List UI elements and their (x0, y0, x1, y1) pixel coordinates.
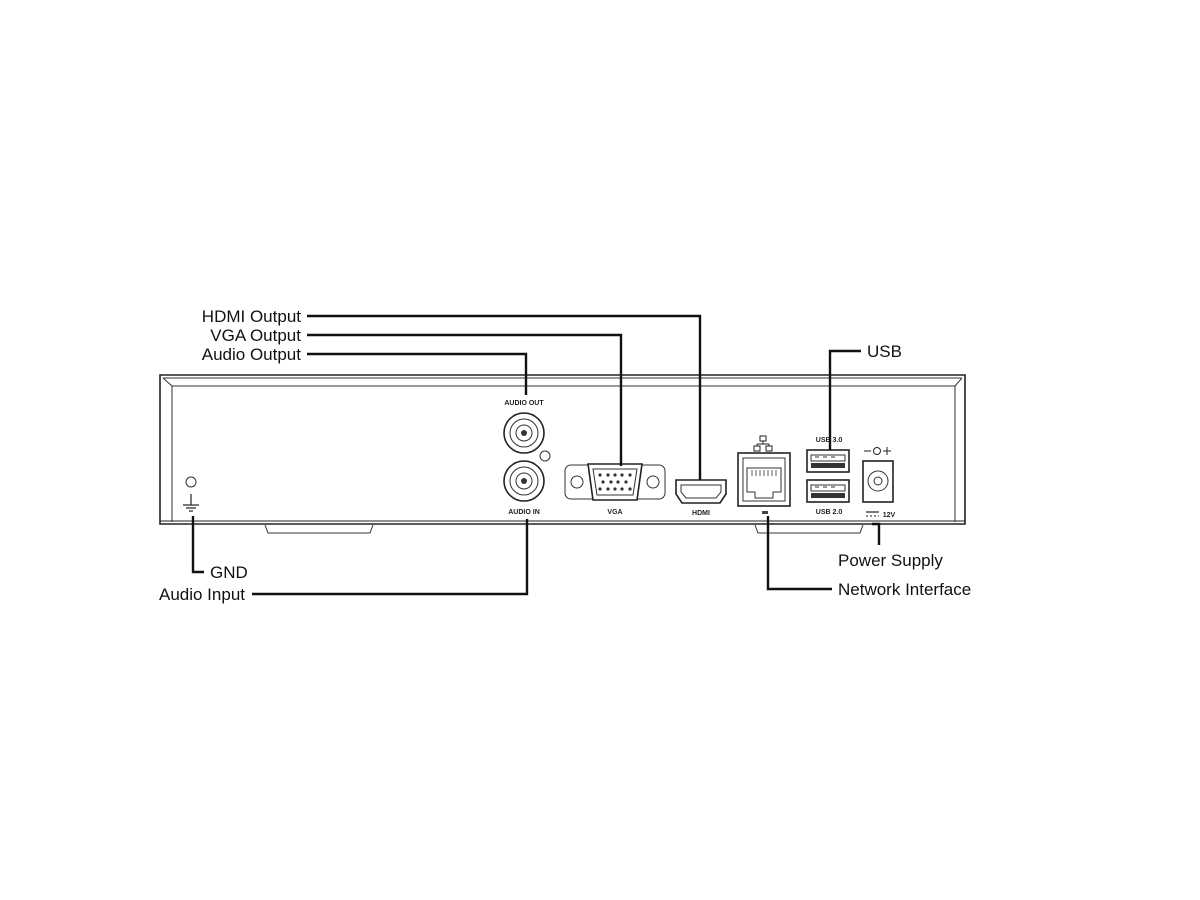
audio-out-port-label: AUDIO OUT (504, 400, 544, 407)
leader-vga (307, 333, 623, 466)
network-icon (753, 435, 773, 452)
audio-output-callout: Audio Output (202, 345, 302, 364)
usb-ports: USB 3.0 USB 2.0 (806, 437, 850, 516)
indicator-led (539, 450, 551, 462)
vga-screw-right (646, 475, 660, 489)
hdmi-connector: HDMI (675, 479, 727, 517)
network-port-marker (762, 511, 768, 514)
vga-pins (598, 473, 632, 491)
vga-pin-area (592, 468, 638, 496)
foot-left (264, 524, 374, 534)
audio-connectors: AUDIO OUT AUDIO IN (503, 400, 551, 516)
rj45-frame (742, 457, 786, 502)
leader-audio-in (252, 519, 529, 596)
power-rating-label: 12V (883, 512, 896, 519)
power-jack-socket (867, 470, 889, 492)
audio-in-jack (503, 460, 545, 502)
audio-input-callout: Audio Input (159, 585, 245, 604)
hdmi-port-label: HDMI (692, 510, 710, 517)
hdmi-inner (680, 484, 722, 499)
callout-labels: HDMI Output VGA Output Audio Output USB … (159, 307, 971, 604)
ground-icon (183, 494, 199, 512)
leader-gnd (191, 516, 204, 574)
leader-lines (191, 314, 881, 596)
usb-port-bottom (806, 479, 850, 503)
dc-polarity-icon (864, 447, 891, 455)
vga-connector: VGA (564, 463, 666, 516)
power-jack-housing (862, 460, 894, 503)
power-jack: 12V (862, 447, 896, 519)
rj45-socket (746, 467, 782, 499)
leader-hdmi (307, 314, 702, 480)
rj45-contacts (751, 470, 777, 476)
vga-shell (587, 463, 643, 501)
usb-bottom-port-label: USB 2.0 (816, 509, 843, 516)
vga-screw-left (570, 475, 584, 489)
leader-usb (828, 349, 861, 450)
usb-callout: USB (867, 342, 902, 361)
gnd-terminal (183, 476, 199, 512)
chassis-top-bevel (162, 377, 963, 387)
network-port (737, 435, 791, 514)
gnd-callout: GND (210, 563, 248, 582)
foot-right (754, 524, 864, 534)
audio-in-port-label: AUDIO IN (508, 509, 540, 516)
leader-audio-out (307, 352, 528, 395)
leader-power (872, 522, 881, 545)
chassis-inner-face (171, 386, 956, 522)
vga-output-callout: VGA Output (210, 326, 301, 345)
audio-out-jack (503, 412, 545, 454)
power-supply-callout: Power Supply (838, 551, 943, 570)
power-jack-pin (873, 476, 883, 486)
hdmi-output-callout: HDMI Output (202, 307, 301, 326)
gnd-screw (185, 476, 197, 488)
hdmi-shell (675, 479, 727, 504)
network-interface-callout: Network Interface (838, 580, 971, 599)
vga-port-label: VGA (607, 509, 622, 516)
leader-network (766, 516, 832, 591)
usb-port-top (806, 449, 850, 473)
